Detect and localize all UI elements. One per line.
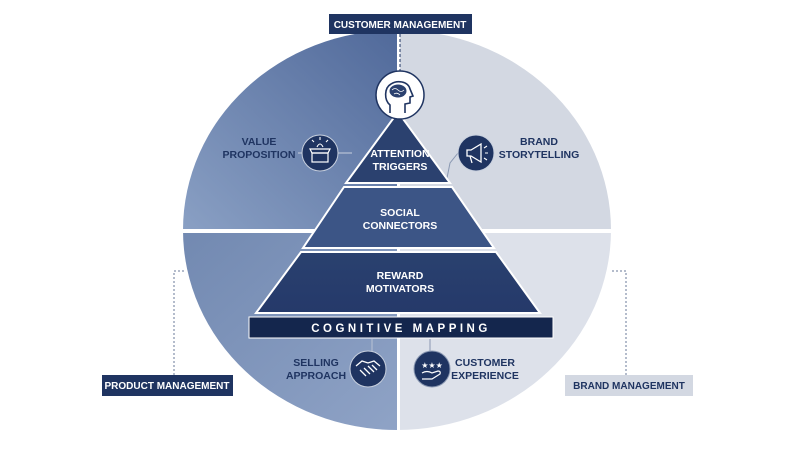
customer-management-box (329, 14, 472, 34)
pyramid-label: SOCIAL (380, 207, 420, 219)
pyramid-label: ATTENTION (370, 148, 429, 160)
pyramid-label: MOTIVATORS (366, 283, 434, 295)
handshake-icon (349, 350, 387, 388)
customer-experience-label: EXPERIENCE (451, 370, 519, 382)
svg-text:★★★: ★★★ (421, 361, 443, 370)
value-proposition-label: VALUE (242, 136, 277, 148)
customer-management-label: CUSTOMER MANAGEMENT (334, 20, 467, 31)
connector-line (612, 270, 627, 375)
pyramid-layer-reward-motivators (254, 251, 542, 314)
product-management-box (102, 375, 233, 396)
pyramid-label: CONNECTORS (363, 220, 437, 232)
brand-storytelling-label: BRAND (520, 136, 558, 148)
customer-experience-label: CUSTOMER (455, 357, 515, 369)
brain-head-icon (375, 70, 425, 120)
brand-management-label: BRAND MANAGEMENT (573, 381, 685, 392)
pyramid-layer-attention-triggers (344, 110, 452, 184)
cognitive-mapping-bar (248, 316, 554, 339)
product-management-label: PRODUCT MANAGEMENT (105, 381, 230, 392)
value-proposition-label: PROPOSITION (223, 149, 296, 161)
pyramid-label: TRIGGERS (373, 161, 428, 173)
pyramid-layer-social-connectors (301, 186, 496, 249)
megaphone-icon (457, 134, 495, 172)
hand-stars-icon: ★★★ (413, 350, 451, 388)
pyramid-label: REWARD (377, 270, 424, 282)
selling-approach-label: SELLING (293, 357, 339, 369)
cognitive-mapping-label: COGNITIVE MAPPING (311, 323, 491, 335)
selling-approach-label: APPROACH (286, 370, 346, 382)
brand-management-box (565, 375, 693, 396)
brand-storytelling-label: STORYTELLING (499, 149, 580, 161)
gift-box-icon (301, 134, 339, 172)
connector-line (173, 270, 185, 375)
